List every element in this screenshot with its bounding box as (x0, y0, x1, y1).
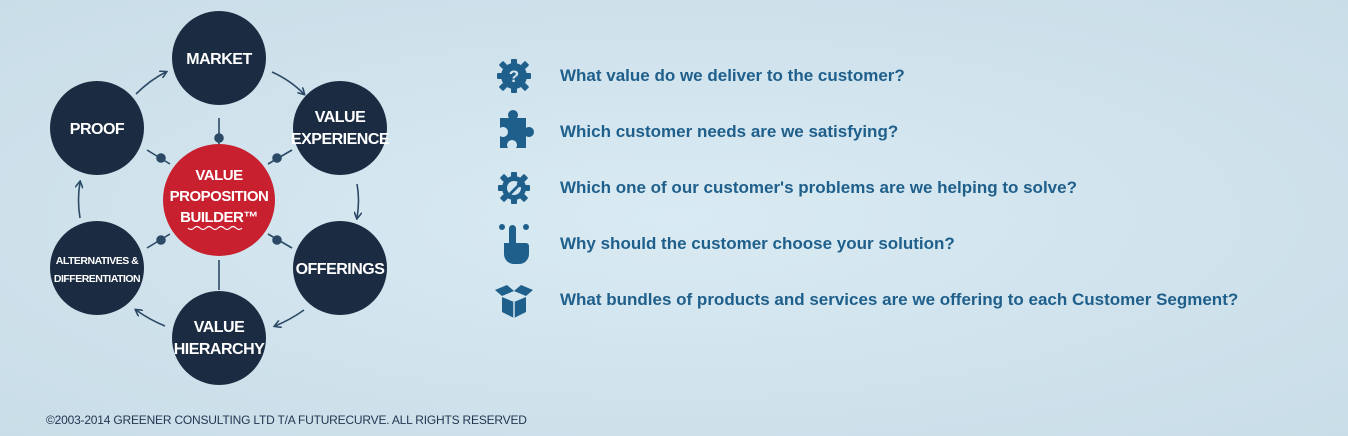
node-value-hierarchy: VALUE HIERARCHY (172, 291, 266, 385)
node-value-experience-label-line1: VALUE (315, 109, 366, 126)
value-proposition-cycle-diagram: MARKET VALUE EXPERIENCE OFFERINGS VALUE … (50, 11, 390, 385)
node-offerings: OFFERINGS (293, 221, 387, 315)
arrow-value-hierarchy-to-alternatives (136, 310, 166, 327)
node-value-experience: VALUE EXPERIENCE (291, 81, 390, 175)
question-text: Why should the customer choose your solu… (560, 234, 955, 253)
node-market: MARKET (172, 11, 266, 105)
center-label-line3: BUILDER™ (180, 209, 258, 226)
cycle-arrows (79, 72, 359, 326)
question-row: ? What value do we deliver to the custom… (490, 48, 1340, 104)
puzzle-piece-icon (490, 108, 538, 156)
center-node: VALUE PROPOSITION BUILDER™ (163, 144, 275, 256)
node-alternatives: ALTERNATIVES & DIFFERENTIATION (50, 221, 144, 315)
arrow-market-to-value-experience (271, 71, 304, 94)
center-connectors (146, 118, 293, 290)
squiggle-underline (187, 225, 243, 231)
node-proof: PROOF (50, 81, 144, 175)
node-offerings-label: OFFERINGS (296, 261, 386, 278)
node-value-experience-label-line2: EXPERIENCE (291, 131, 390, 148)
arrow-proof-to-market (135, 72, 166, 95)
question-text: What bundles of products and services ar… (560, 290, 1239, 309)
question-text: Which customer needs are we satisfying? (560, 122, 899, 141)
question-text: What value do we deliver to the customer… (560, 66, 905, 85)
questions-list: ? What value do we deliver to the custom… (490, 48, 1340, 328)
question-text: Which one of our customer's problems are… (560, 178, 1077, 197)
question-row: Which one of our customer's problems are… (490, 160, 1340, 216)
svg-text:?: ? (509, 67, 519, 86)
node-alternatives-label-line2: DIFFERENTIATION (54, 273, 140, 285)
node-proof-label: PROOF (70, 121, 125, 138)
pointing-hand-icon (490, 220, 538, 268)
arrow-offerings-to-value-hierarchy (275, 309, 305, 326)
arrow-alternatives-to-proof (79, 182, 81, 219)
open-box-icon (490, 276, 538, 324)
question-row: What bundles of products and services ar… (490, 272, 1340, 328)
wrench-gear-icon (490, 164, 538, 212)
node-value-hierarchy-label-line2: HIERARCHY (174, 341, 265, 358)
node-alternatives-label-line1: ALTERNATIVES & (56, 255, 139, 267)
node-market-label: MARKET (186, 51, 252, 68)
question-row: Why should the customer choose your solu… (490, 216, 1340, 272)
arrow-value-experience-to-offerings (357, 183, 359, 218)
question-row: Which customer needs are we satisfying? (490, 104, 1340, 160)
question-gear-icon: ? (490, 52, 538, 100)
node-value-hierarchy-label-line1: VALUE (194, 319, 245, 336)
copyright-footer: ©2003-2014 GREENER CONSULTING LTD T/A FU… (46, 413, 527, 427)
center-label-line1: VALUE (195, 167, 243, 184)
center-label-line2: PROPOSITION (170, 188, 269, 205)
